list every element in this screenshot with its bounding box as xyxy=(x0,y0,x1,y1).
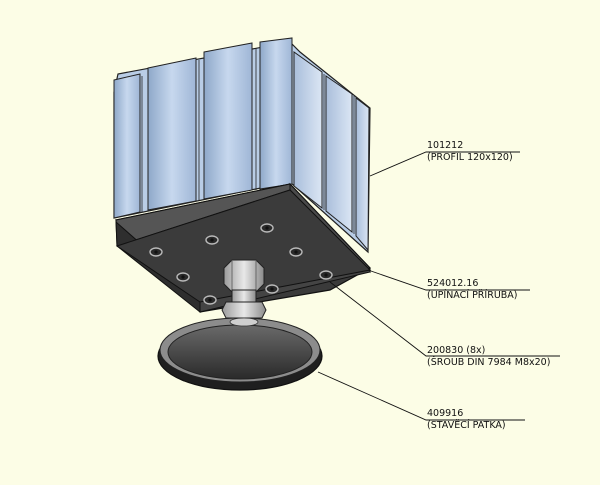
lock-nut xyxy=(221,301,267,319)
profile-side-rib xyxy=(325,75,353,234)
hex-nut xyxy=(223,259,265,293)
levelling-foot xyxy=(157,259,323,391)
callout-part-number: 524012.16 xyxy=(427,278,478,289)
callout-description: (PROFIL 120x120) xyxy=(427,152,513,163)
leader-lines xyxy=(317,151,560,421)
profile-rib xyxy=(259,37,293,190)
callout-part-number: 409916 xyxy=(427,408,463,419)
flange-plate xyxy=(114,182,372,314)
foot-pad-face xyxy=(167,324,313,380)
profile-side-rib xyxy=(293,51,323,210)
leader-line xyxy=(369,151,520,177)
callout-description: (STAVĚCÍ PATKA) xyxy=(427,419,506,431)
profile-rib xyxy=(203,42,253,200)
leader-line xyxy=(329,281,560,357)
callout-part-number: 101212 xyxy=(427,140,463,151)
callout-description: (ŠROUB DIN 7984 M8x20) xyxy=(427,356,550,368)
leader-line xyxy=(317,371,525,421)
threaded-stem xyxy=(231,289,257,303)
profile-side-rib xyxy=(355,96,370,252)
leader-line xyxy=(367,269,530,291)
callout-part-number: 200830 (8x) xyxy=(427,345,485,356)
profile-rib xyxy=(113,73,141,219)
aluminium-profile xyxy=(113,37,371,254)
callout-labels: 101212 (PROFIL 120x120) 524012.16 (UPÍNA… xyxy=(427,140,550,431)
profile-rib xyxy=(147,57,197,211)
callout-description: (UPÍNACÍ PŘÍRUBA) xyxy=(427,289,518,301)
